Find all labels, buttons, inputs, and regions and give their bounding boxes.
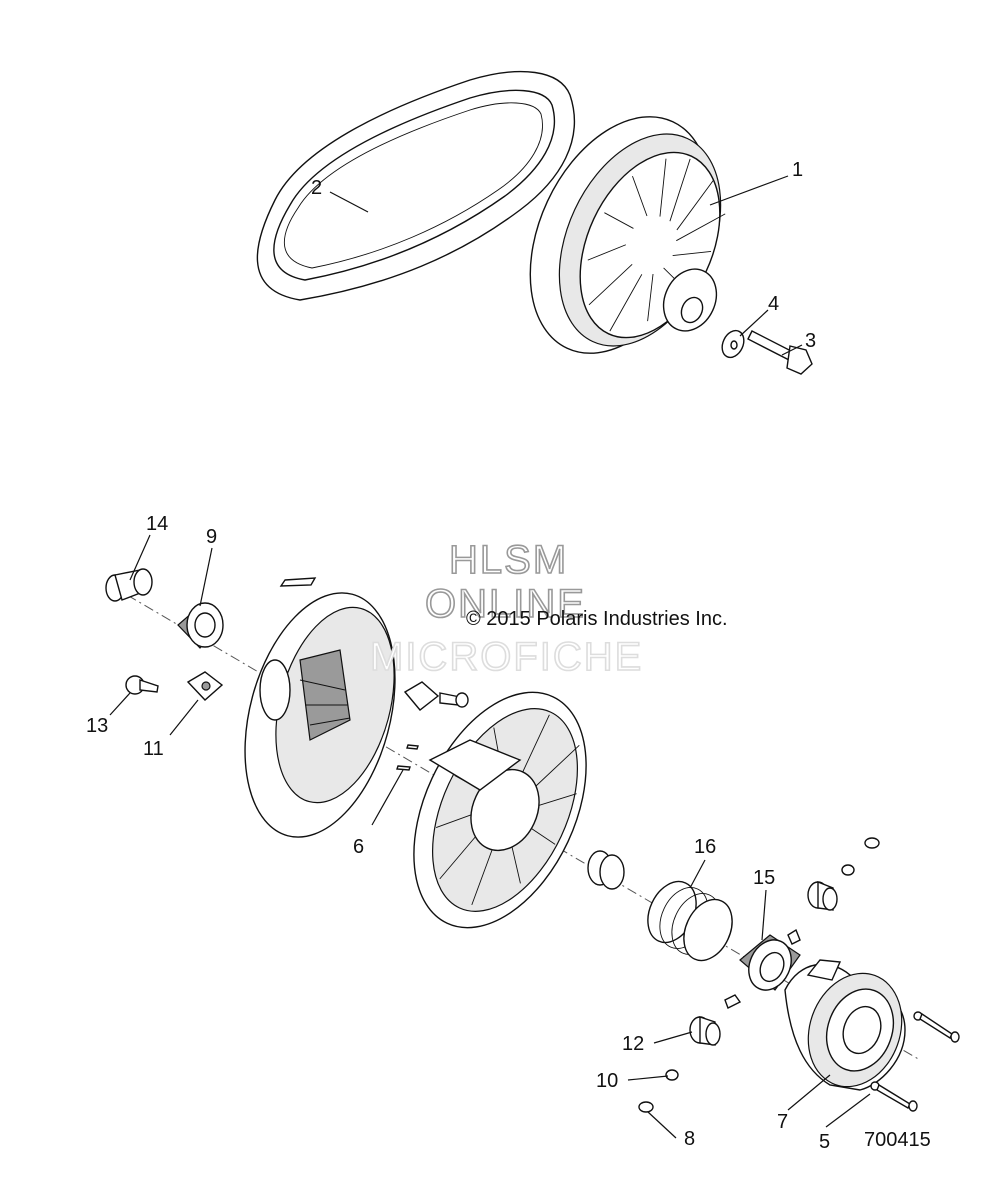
washer-lower bbox=[665, 1069, 679, 1081]
callout-14: 14 bbox=[146, 513, 168, 535]
watermark: HLSM ONLINE MICROFICHE bbox=[369, 537, 643, 680]
roller-shoe-right bbox=[403, 681, 469, 711]
callout-2: 2 bbox=[311, 177, 322, 199]
leader-lines bbox=[109, 175, 871, 1139]
diagram-number: 700415 bbox=[864, 1129, 931, 1151]
callout-5: 5 bbox=[819, 1131, 830, 1153]
callout-9: 9 bbox=[206, 526, 217, 548]
screw-lower bbox=[870, 1081, 918, 1112]
callout-1: 1 bbox=[792, 159, 803, 181]
callout-15: 15 bbox=[753, 867, 775, 889]
copyright-notice: © 2015 Polaris Industries Inc. bbox=[466, 608, 728, 630]
retaining-ring-upper bbox=[864, 837, 880, 849]
callout-11: 11 bbox=[143, 738, 164, 760]
callout-12: 12 bbox=[622, 1033, 644, 1055]
cam-bearing-housing bbox=[724, 928, 801, 1009]
bolt bbox=[747, 330, 813, 375]
callout-10: 10 bbox=[596, 1070, 618, 1092]
drive-belt bbox=[256, 70, 576, 301]
retaining-ring-lower bbox=[638, 1101, 654, 1113]
callout-13: 13 bbox=[86, 715, 108, 737]
roller-upper bbox=[807, 880, 838, 911]
callout-labels: 1 2 3 4 5 6 7 8 9 10 11 12 13 14 15 16 bbox=[86, 159, 830, 1153]
moveable-sheave bbox=[244, 592, 396, 838]
watermark-line1: HLSM bbox=[449, 538, 568, 582]
roll-pins bbox=[396, 744, 419, 771]
screw-right bbox=[913, 1011, 960, 1043]
clutch-cover bbox=[784, 959, 906, 1091]
callout-16: 16 bbox=[694, 836, 716, 858]
callout-7: 7 bbox=[777, 1111, 788, 1133]
bushing bbox=[105, 568, 153, 602]
watermark-line3: MICROFICHE bbox=[370, 635, 643, 679]
roller-shoe-left bbox=[186, 671, 224, 701]
callout-3: 3 bbox=[805, 330, 816, 352]
spring bbox=[647, 880, 733, 962]
roller-pin bbox=[125, 675, 159, 695]
roller-lower bbox=[689, 1016, 721, 1046]
washer bbox=[721, 329, 745, 359]
callout-6: 6 bbox=[353, 836, 364, 858]
helix-spider bbox=[413, 691, 587, 929]
key bbox=[279, 577, 317, 587]
callout-4: 4 bbox=[768, 293, 779, 315]
watermark-line2: ONLINE bbox=[425, 582, 586, 626]
washer-upper bbox=[841, 864, 855, 876]
spring-seat bbox=[587, 850, 625, 890]
callout-8: 8 bbox=[684, 1128, 695, 1150]
bearing bbox=[177, 602, 224, 649]
driven-clutch-assembly bbox=[529, 116, 726, 354]
